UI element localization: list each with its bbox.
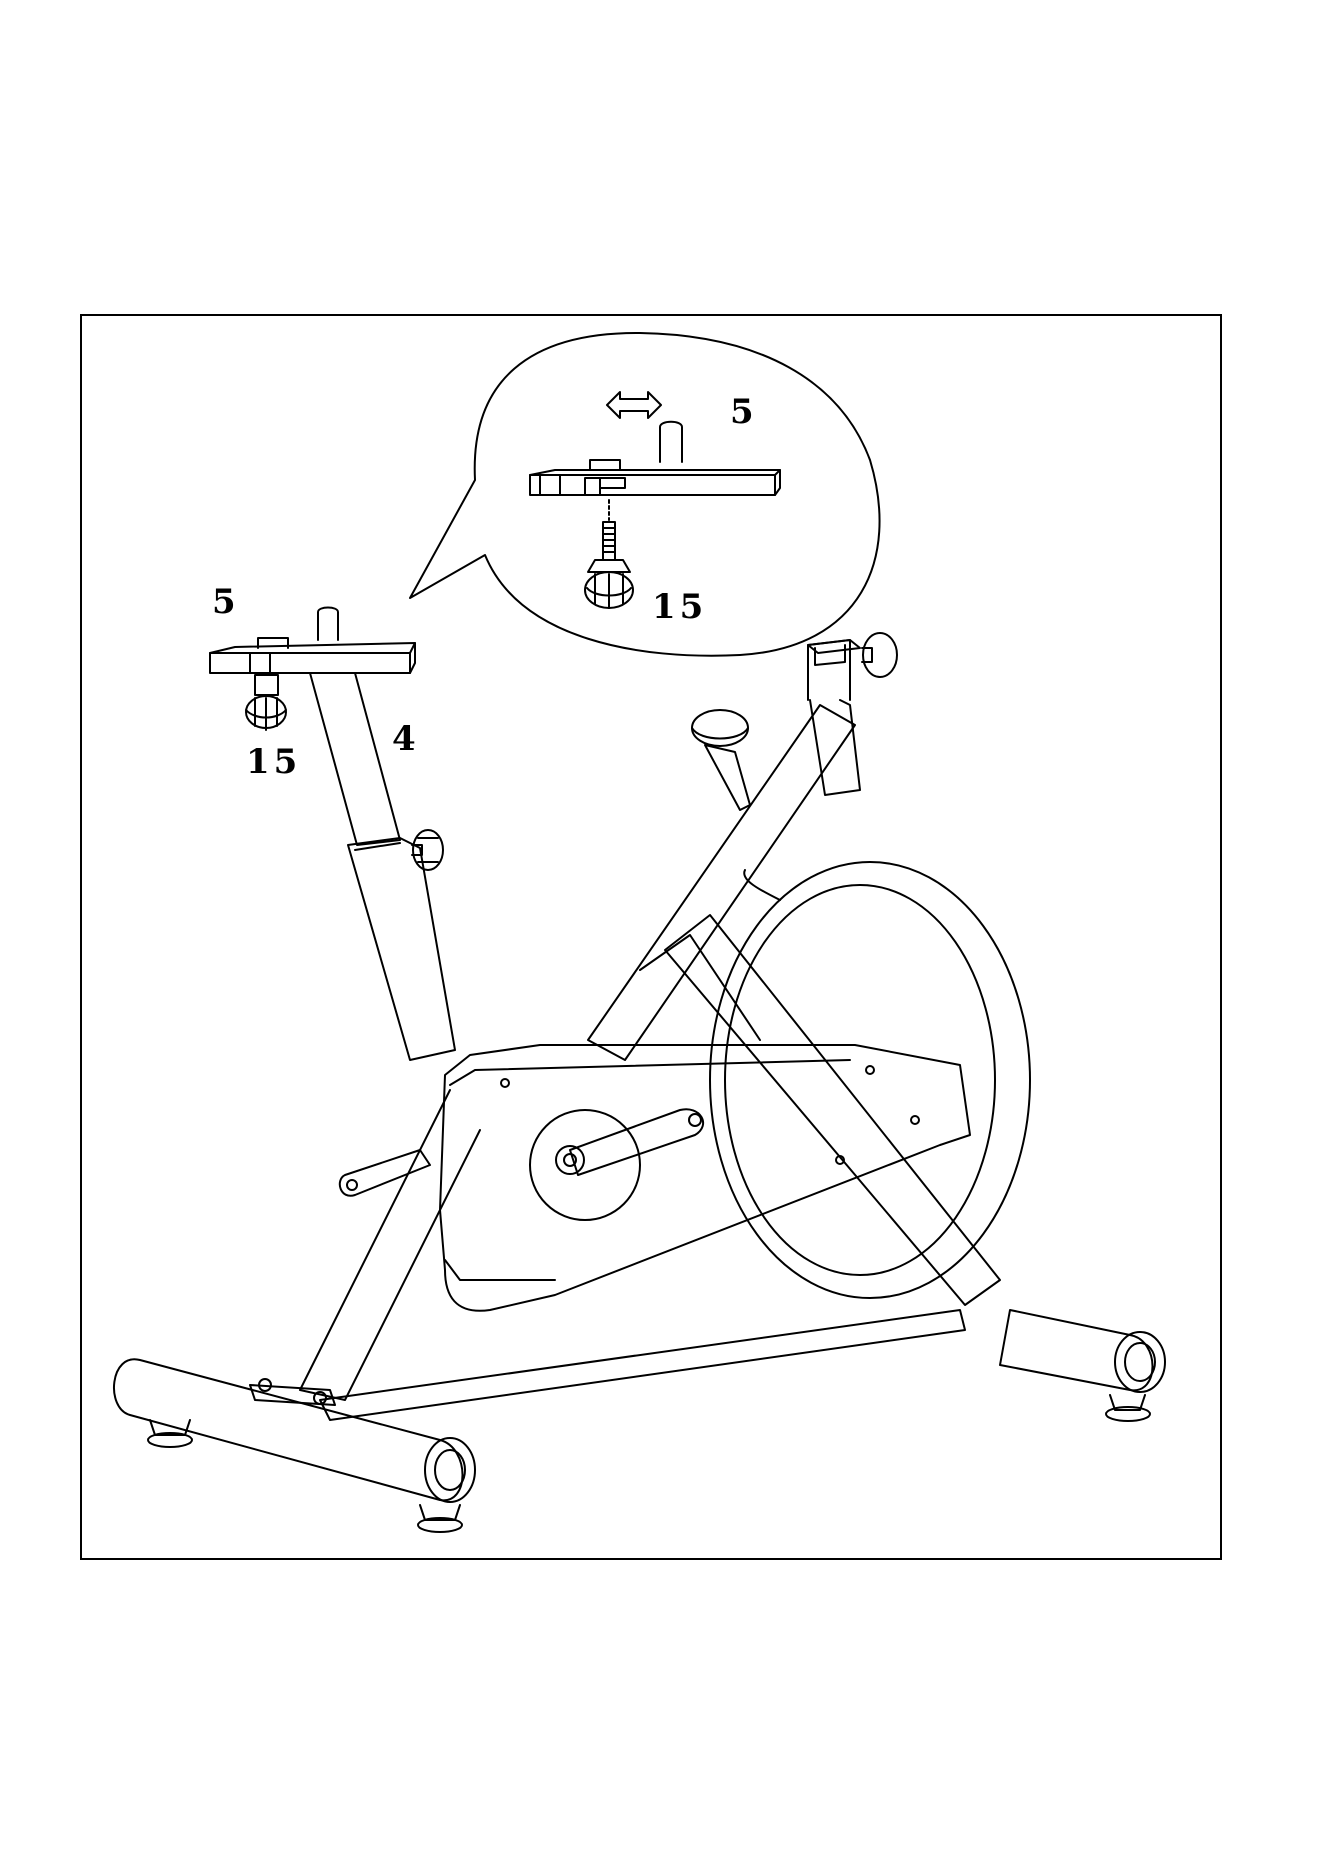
zoom-seat-label: 5 <box>730 395 758 429</box>
seat-assembly <box>210 608 415 731</box>
zoom-bubble <box>410 333 880 656</box>
double-arrow-icon <box>607 392 661 418</box>
seat-label: 5 <box>212 585 240 619</box>
seat-knob-label: 15 <box>246 745 301 779</box>
seat-post-label: 4 <box>392 722 420 756</box>
zoom-knob-label: 15 <box>652 590 707 624</box>
